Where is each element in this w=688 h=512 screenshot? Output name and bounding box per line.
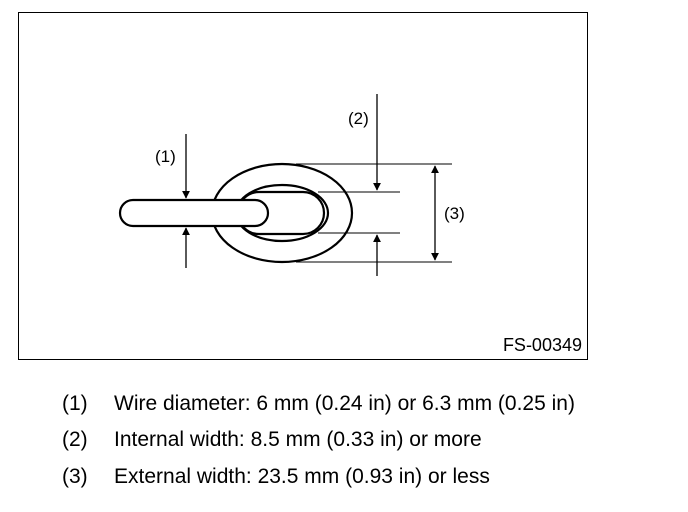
- legend-item-3: (3) External width: 23.5 mm (0.93 in) or …: [62, 465, 490, 489]
- callout-3-label: (3): [444, 204, 465, 223]
- callout-1-label: (1): [155, 147, 176, 166]
- legend-text: Internal width: 8.5 mm (0.33 in) or more: [114, 428, 482, 451]
- legend-item-1: (1) Wire diameter: 6 mm (0.24 in) or 6.3 …: [62, 392, 575, 416]
- figure-frame: [18, 12, 588, 360]
- dimension-1: (1): [155, 134, 190, 268]
- figure-code: FS-00349: [503, 335, 582, 355]
- legend-number: (3): [62, 465, 88, 488]
- chain-link-diagram: (1) (2) (3) FS-00349: [118, 94, 582, 355]
- callout-2-label: (2): [348, 109, 369, 128]
- legend-number: (2): [62, 428, 88, 451]
- legend-text: Wire diameter: 6 mm (0.24 in) or 6.3 mm …: [114, 392, 575, 415]
- legend-text: External width: 23.5 mm (0.93 in) or les…: [114, 465, 490, 488]
- dimension-2: (2): [318, 94, 400, 276]
- dimension-3: (3): [296, 163, 465, 263]
- rod-link: [118, 198, 270, 228]
- legend-number: (1): [62, 392, 88, 415]
- legend-item-2: (2) Internal width: 8.5 mm (0.33 in) or m…: [62, 428, 482, 452]
